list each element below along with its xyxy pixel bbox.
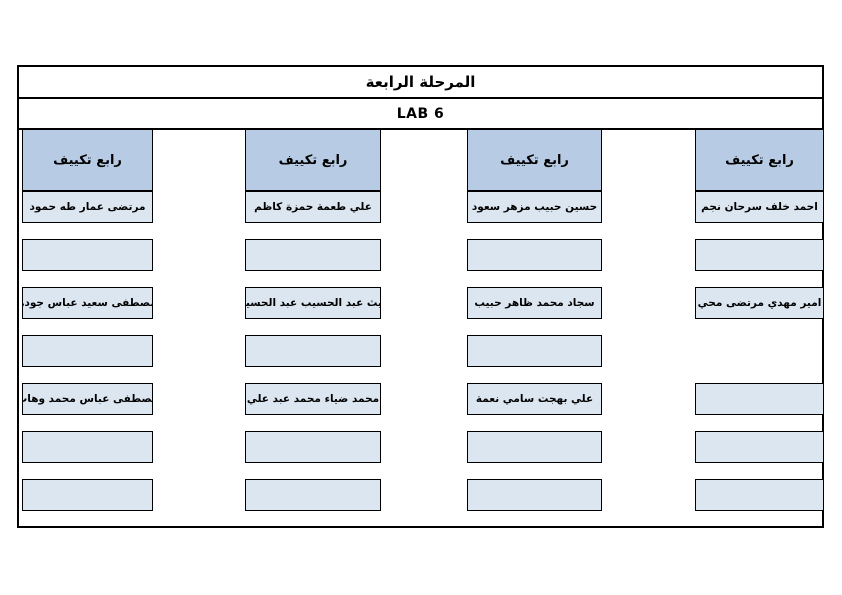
empty-cell bbox=[245, 431, 381, 463]
empty-cell bbox=[695, 479, 824, 511]
empty-cell bbox=[245, 335, 381, 367]
student-column-center-left: رابع تكييف علي طعمة حمزة كاظم غيث عبد ال… bbox=[245, 129, 381, 511]
column-header: رابع تكييف bbox=[695, 129, 824, 191]
lab-title: LAB 6 bbox=[19, 99, 822, 130]
student-cell: امير مهدي مرتضى محي bbox=[695, 287, 824, 319]
empty-cell bbox=[245, 239, 381, 271]
empty-cell bbox=[467, 335, 602, 367]
student-cell: مصطفى عباس محمد وهاب bbox=[22, 383, 153, 415]
student-column-right: رابع تكييف احمد خلف سرحان نجم امير مهدي … bbox=[695, 129, 824, 511]
column-header: رابع تكييف bbox=[467, 129, 602, 191]
empty-cell bbox=[22, 479, 153, 511]
student-column-center-right: رابع تكييف حسين حبيب مزهر سعود سجاد محمد… bbox=[467, 129, 602, 511]
column-header: رابع تكييف bbox=[245, 129, 381, 191]
student-column-left: رابع تكييف مرتضى عمار طه حمود مصطفى سعيد… bbox=[22, 129, 153, 511]
empty-cell bbox=[695, 239, 824, 271]
student-cell: علي بهجت سامي نعمة bbox=[467, 383, 602, 415]
empty-cell bbox=[467, 479, 602, 511]
empty-cell bbox=[467, 431, 602, 463]
student-cell: مرتضى عمار طه حمود bbox=[22, 191, 153, 223]
student-cell: محمد ضياء محمد عبد علي bbox=[245, 383, 381, 415]
student-cell: سجاد محمد ظاهر حبيب bbox=[467, 287, 602, 319]
student-cell: احمد خلف سرحان نجم bbox=[695, 191, 824, 223]
student-cell: حسين حبيب مزهر سعود bbox=[467, 191, 602, 223]
student-cell: مصطفى سعيد عباس جودة bbox=[22, 287, 153, 319]
empty-cell bbox=[245, 479, 381, 511]
student-cell: علي طعمة حمزة كاظم bbox=[245, 191, 381, 223]
empty-cell bbox=[22, 431, 153, 463]
empty-cell bbox=[467, 239, 602, 271]
empty-cell bbox=[22, 239, 153, 271]
column-header: رابع تكييف bbox=[22, 129, 153, 191]
empty-cell bbox=[695, 383, 824, 415]
student-cell: غيث عبد الحسيب عبد الحسين bbox=[245, 287, 381, 319]
stage-title: المرحلة الرابعة bbox=[19, 67, 822, 99]
empty-cell bbox=[695, 431, 824, 463]
empty-cell bbox=[22, 335, 153, 367]
